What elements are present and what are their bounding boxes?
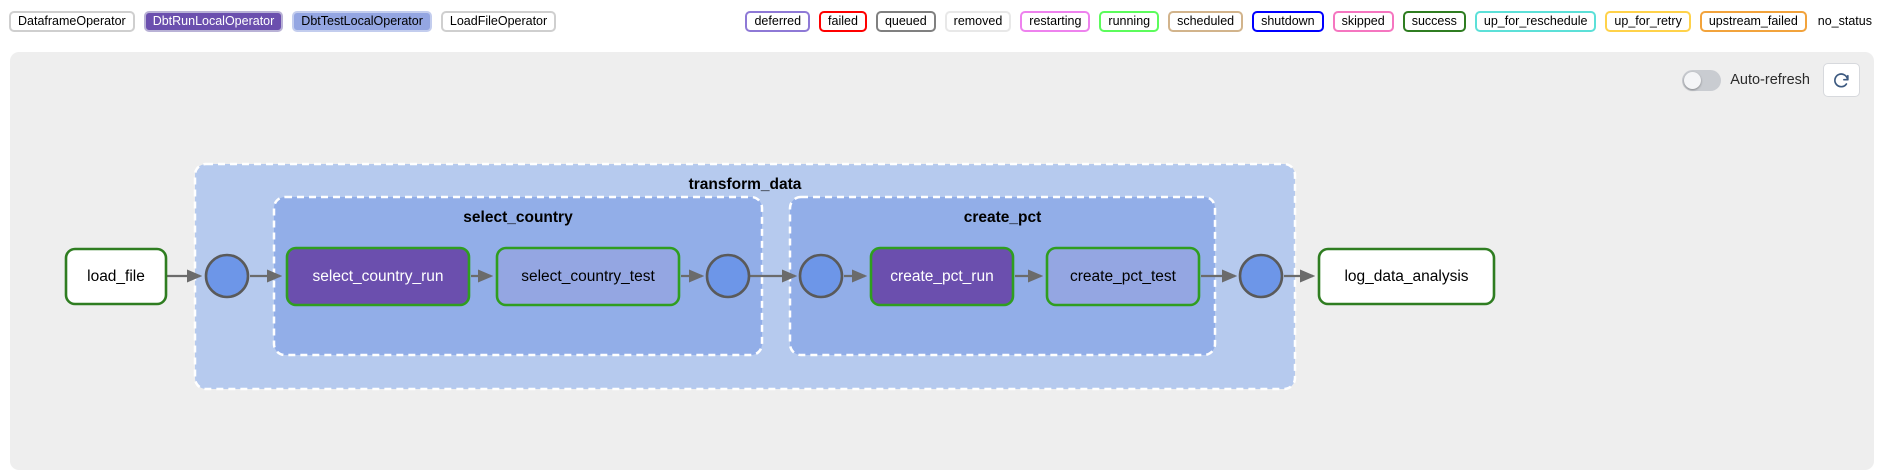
refresh-icon bbox=[1834, 72, 1849, 88]
auto-refresh-toggle[interactable] bbox=[1682, 69, 1722, 91]
status-badge-success[interactable]: success bbox=[1402, 10, 1466, 32]
task-node-select_country_run[interactable] bbox=[285, 246, 471, 307]
task-node-create_pct_test[interactable] bbox=[1045, 246, 1201, 307]
task-node-load_file[interactable] bbox=[64, 247, 168, 306]
status-badge-restarting[interactable]: restarting bbox=[1020, 10, 1091, 32]
task-node-select_country_test[interactable] bbox=[495, 246, 681, 307]
status-badge-skipped[interactable]: skipped bbox=[1332, 10, 1394, 32]
toggle-knob bbox=[1684, 71, 1702, 89]
operator-badge[interactable]: DbtRunLocalOperator bbox=[143, 10, 284, 32]
auto-refresh-control[interactable]: Auto-refresh bbox=[1682, 69, 1810, 91]
canvas-toolbar: Auto-refresh bbox=[1682, 60, 1860, 100]
operator-badge[interactable]: LoadFileOperator bbox=[440, 10, 557, 32]
task-node-log_data_analysis[interactable] bbox=[1317, 247, 1496, 306]
status-badge-shutdown[interactable]: shutdown bbox=[1252, 10, 1324, 32]
operator-badge[interactable]: DataframeOperator bbox=[9, 10, 135, 32]
legend-bar: DataframeOperator DbtRunLocalOperator DbtT… bbox=[0, 0, 1884, 42]
status-badge-upstream-failed[interactable]: upstream_failed bbox=[1699, 10, 1807, 32]
status-legend: deferred failed queued removed restarting run… bbox=[745, 10, 1884, 32]
status-badge-queued[interactable]: queued bbox=[875, 10, 936, 32]
status-badge-running[interactable]: running bbox=[1099, 10, 1160, 32]
status-badge-deferred[interactable]: deferred bbox=[745, 10, 811, 32]
status-badge-up-for-retry[interactable]: up_for_retry bbox=[1605, 10, 1691, 32]
status-badge-up-for-reschedule[interactable]: up_for_reschedule bbox=[1474, 10, 1597, 32]
join-node-join-4[interactable] bbox=[1238, 253, 1284, 299]
status-badge-no-status: no_status bbox=[1817, 14, 1872, 28]
join-node-join-2[interactable] bbox=[705, 253, 751, 299]
graph-svg bbox=[64, 162, 1496, 391]
join-node-join-1[interactable] bbox=[204, 253, 250, 299]
operator-badge[interactable]: DbtTestLocalOperator bbox=[292, 10, 432, 32]
status-badge-removed[interactable]: removed bbox=[944, 10, 1012, 32]
operator-legend: DataframeOperator DbtRunLocalOperator DbtT… bbox=[0, 10, 557, 32]
join-node-join-3[interactable] bbox=[798, 253, 844, 299]
refresh-button[interactable] bbox=[1823, 63, 1860, 97]
task-node-create_pct_run[interactable] bbox=[869, 246, 1015, 307]
status-badge-scheduled[interactable]: scheduled bbox=[1168, 10, 1244, 32]
auto-refresh-label: Auto-refresh bbox=[1730, 72, 1810, 88]
status-badge-failed[interactable]: failed bbox=[819, 10, 867, 32]
